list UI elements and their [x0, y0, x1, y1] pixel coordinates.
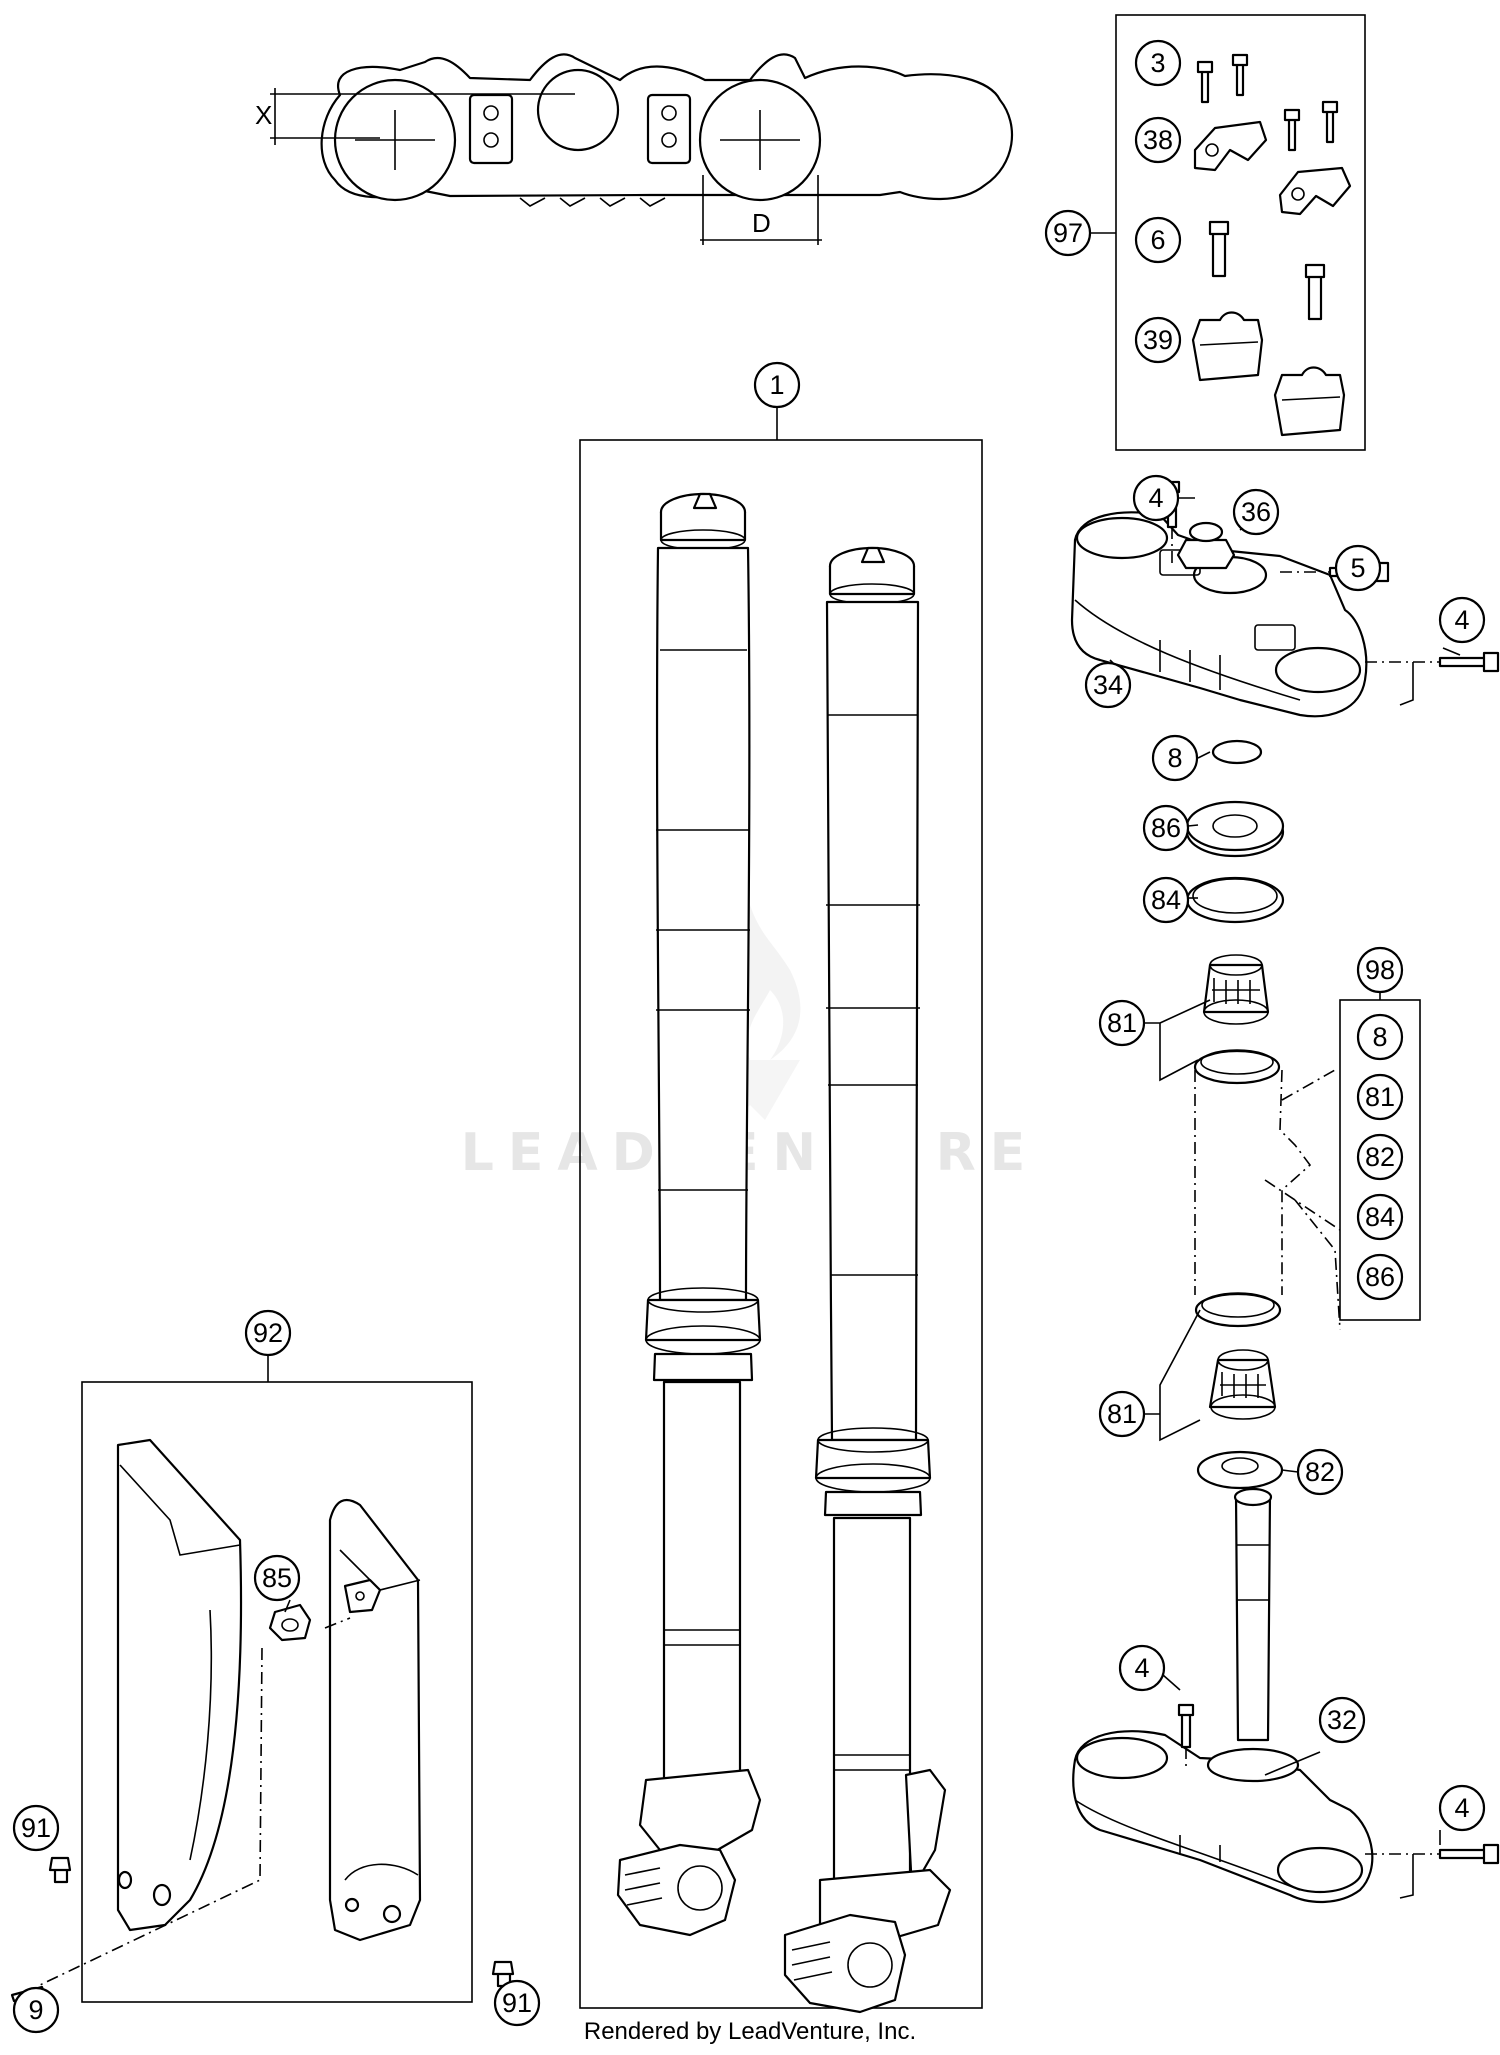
svg-text:6: 6 — [1150, 225, 1165, 255]
callout-98: 98 — [1356, 946, 1404, 994]
callout-1: 1 — [753, 361, 801, 409]
callout-97: 97 — [1044, 209, 1092, 257]
callout-98-82: 82 — [1356, 1133, 1404, 1181]
svg-text:34: 34 — [1093, 670, 1123, 700]
dimension-d-label: D — [752, 208, 771, 238]
svg-text:4: 4 — [1454, 1793, 1469, 1823]
callout-86: 86 — [1142, 804, 1190, 852]
watermark-text: LEADVENTURE — [461, 1123, 1040, 1183]
svg-text:97: 97 — [1053, 218, 1083, 248]
svg-text:84: 84 — [1151, 885, 1181, 915]
svg-text:82: 82 — [1305, 1457, 1335, 1487]
svg-text:82: 82 — [1365, 1142, 1395, 1172]
callout-38: 38 — [1134, 116, 1182, 164]
fork-guard-kit-frame — [81, 1381, 473, 2003]
bolt-91-left — [48, 1856, 72, 1884]
callout-4-top: 4 — [1132, 474, 1180, 522]
callout-4-right: 4 — [1438, 596, 1486, 644]
fork-guard-right — [328, 1498, 422, 1942]
svg-text:4: 4 — [1134, 1653, 1149, 1683]
left-fork-leg — [616, 492, 762, 1937]
bolt-4-lower — [1177, 1703, 1195, 1749]
callout-34: 34 — [1084, 661, 1132, 709]
right-fork-leg — [783, 546, 952, 2014]
dimension-x-label: X — [255, 100, 272, 130]
callout-3: 3 — [1134, 39, 1182, 87]
callout-39: 39 — [1134, 316, 1182, 364]
callout-9: 9 — [12, 1986, 60, 2034]
seal-ring-84 — [1185, 876, 1285, 924]
bolt-4-lower-right — [1438, 1843, 1500, 1865]
svg-text:85: 85 — [262, 1563, 292, 1593]
callout-98-8: 8 — [1356, 1013, 1404, 1061]
lower-triple-clamp — [1072, 1487, 1374, 1904]
handlebar-clamp-parts — [1191, 53, 1352, 437]
svg-text:91: 91 — [21, 1813, 51, 1843]
svg-text:81: 81 — [1365, 1082, 1395, 1112]
o-ring-8 — [1211, 739, 1263, 765]
callout-92: 92 — [244, 1309, 292, 1357]
callout-5: 5 — [1334, 544, 1382, 592]
callout-82: 82 — [1296, 1448, 1344, 1496]
bolt-4-right — [1438, 651, 1500, 673]
svg-text:81: 81 — [1107, 1008, 1137, 1038]
callout-8: 8 — [1151, 734, 1199, 782]
svg-text:4: 4 — [1148, 483, 1163, 513]
callout-36: 36 — [1232, 488, 1280, 536]
svg-text:98: 98 — [1365, 955, 1395, 985]
callout-98-86: 86 — [1356, 1253, 1404, 1301]
svg-text:92: 92 — [253, 1318, 283, 1348]
svg-text:86: 86 — [1151, 813, 1181, 843]
svg-text:36: 36 — [1241, 497, 1271, 527]
svg-text:86: 86 — [1365, 1262, 1395, 1292]
svg-text:9: 9 — [28, 1995, 43, 2025]
triple-clamp-dimension-view: X D — [255, 53, 1014, 245]
frame-head-tube-outline — [1194, 1069, 1341, 1331]
fork-assembly-frame — [579, 439, 983, 2009]
callout-4-lower: 4 — [1118, 1644, 1166, 1692]
fork-guard-left — [116, 1438, 243, 1932]
svg-text:8: 8 — [1167, 743, 1182, 773]
callout-6: 6 — [1134, 216, 1182, 264]
svg-text:32: 32 — [1327, 1705, 1357, 1735]
bolt-91-right — [491, 1960, 515, 1988]
callout-81-lower: 81 — [1098, 1390, 1146, 1438]
svg-text:5: 5 — [1350, 553, 1365, 583]
leader-lines — [284, 497, 1461, 1845]
callout-4-lower-right: 4 — [1438, 1784, 1486, 1832]
svg-text:81: 81 — [1107, 1399, 1137, 1429]
callout-98-84: 84 — [1356, 1193, 1404, 1241]
svg-text:4: 4 — [1454, 605, 1469, 635]
callout-85: 85 — [253, 1554, 301, 1602]
dust-seal-86 — [1185, 800, 1285, 858]
steering-nut-36 — [1176, 521, 1236, 570]
svg-text:91: 91 — [502, 1988, 532, 2018]
svg-text:38: 38 — [1143, 125, 1173, 155]
callout-32: 32 — [1318, 1696, 1366, 1744]
callout-81-upper: 81 — [1098, 999, 1146, 1047]
svg-text:39: 39 — [1143, 325, 1173, 355]
guard-clip-85 — [268, 1603, 312, 1642]
steering-bearings — [1193, 954, 1284, 1490]
svg-text:84: 84 — [1365, 1202, 1395, 1232]
svg-text:1: 1 — [769, 370, 784, 400]
callout-98-81: 81 — [1356, 1073, 1404, 1121]
render-credit: Rendered by LeadVenture, Inc. — [583, 2018, 917, 2045]
callout-91-right: 91 — [493, 1979, 541, 2027]
svg-text:3: 3 — [1150, 48, 1165, 78]
svg-text:8: 8 — [1372, 1022, 1387, 1052]
callout-84: 84 — [1142, 876, 1190, 924]
callout-91-left: 91 — [12, 1804, 60, 1852]
